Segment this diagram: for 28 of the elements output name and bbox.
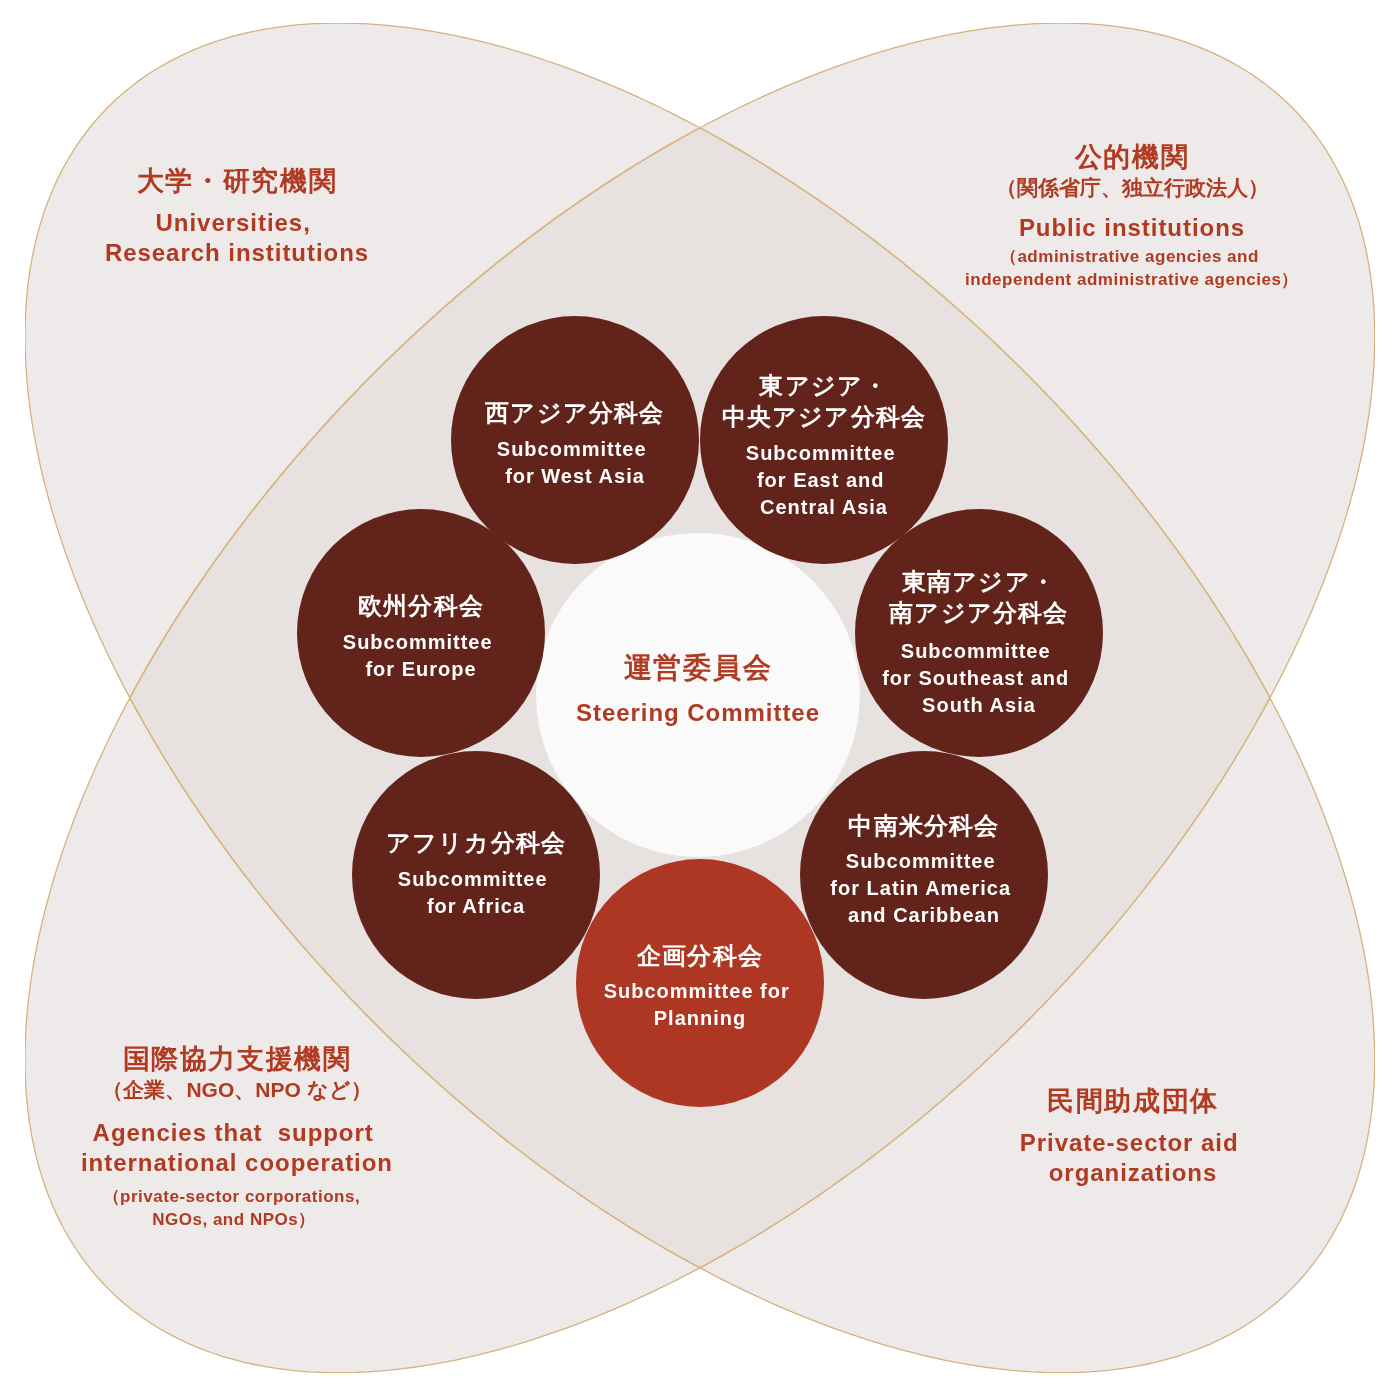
committee-label: Subcommittee for Southeast and South Asia [882,639,1071,719]
region-subheading: （関係省庁、独立行政法人） [995,175,1269,201]
committee-label: Subcommittee for Planning [603,979,791,1032]
region-heading: 公的機関 [1074,141,1190,174]
committee-label: Subcommittee for Latin America and Caribbean [830,849,1013,929]
committee-label: Subcommittee for East and Central Asia [745,441,897,521]
committee-title: 欧州分科会 [358,591,484,622]
committee-title: 東アジア・中央アジア分科会 [721,371,927,433]
committee-title: 企画分科会 [637,941,763,972]
region-heading: 国際協力支援機関 [122,1043,352,1076]
committee-title: 中南米分科会 [848,811,1000,842]
committee-title: アフリカ分科会 [385,828,567,859]
region-heading: 民間助成団体 [1047,1085,1219,1118]
region-label: Public institutions [1018,213,1246,243]
committee-title: 運営委員会 [623,651,773,685]
committee-title: 西アジア分科会 [485,398,665,429]
region-note: （private-sector corporations, NGOs, and NPOs） [102,1185,362,1231]
committee-label: Subcommittee for Africa [397,867,549,920]
region-subheading: （企業、NGO、NPO など） [102,1077,372,1104]
region-heading: 大学・研究機関 [136,165,338,198]
committee-label: Steering Committee [576,698,820,728]
committee-label: Subcommittee for West Asia [496,437,648,490]
region-label: Private-sector aid organizations [1019,1128,1240,1188]
committee-title: 東南アジア・南アジア分科会 [889,567,1069,629]
region-label: Universities, Research institutions [104,208,370,268]
region-note: （administrative agencies and independent administrative agencies） [965,246,1299,292]
region-label: Agencies that support international cooperation [80,1118,393,1178]
committee-label: Subcommittee for Europe [342,630,494,683]
